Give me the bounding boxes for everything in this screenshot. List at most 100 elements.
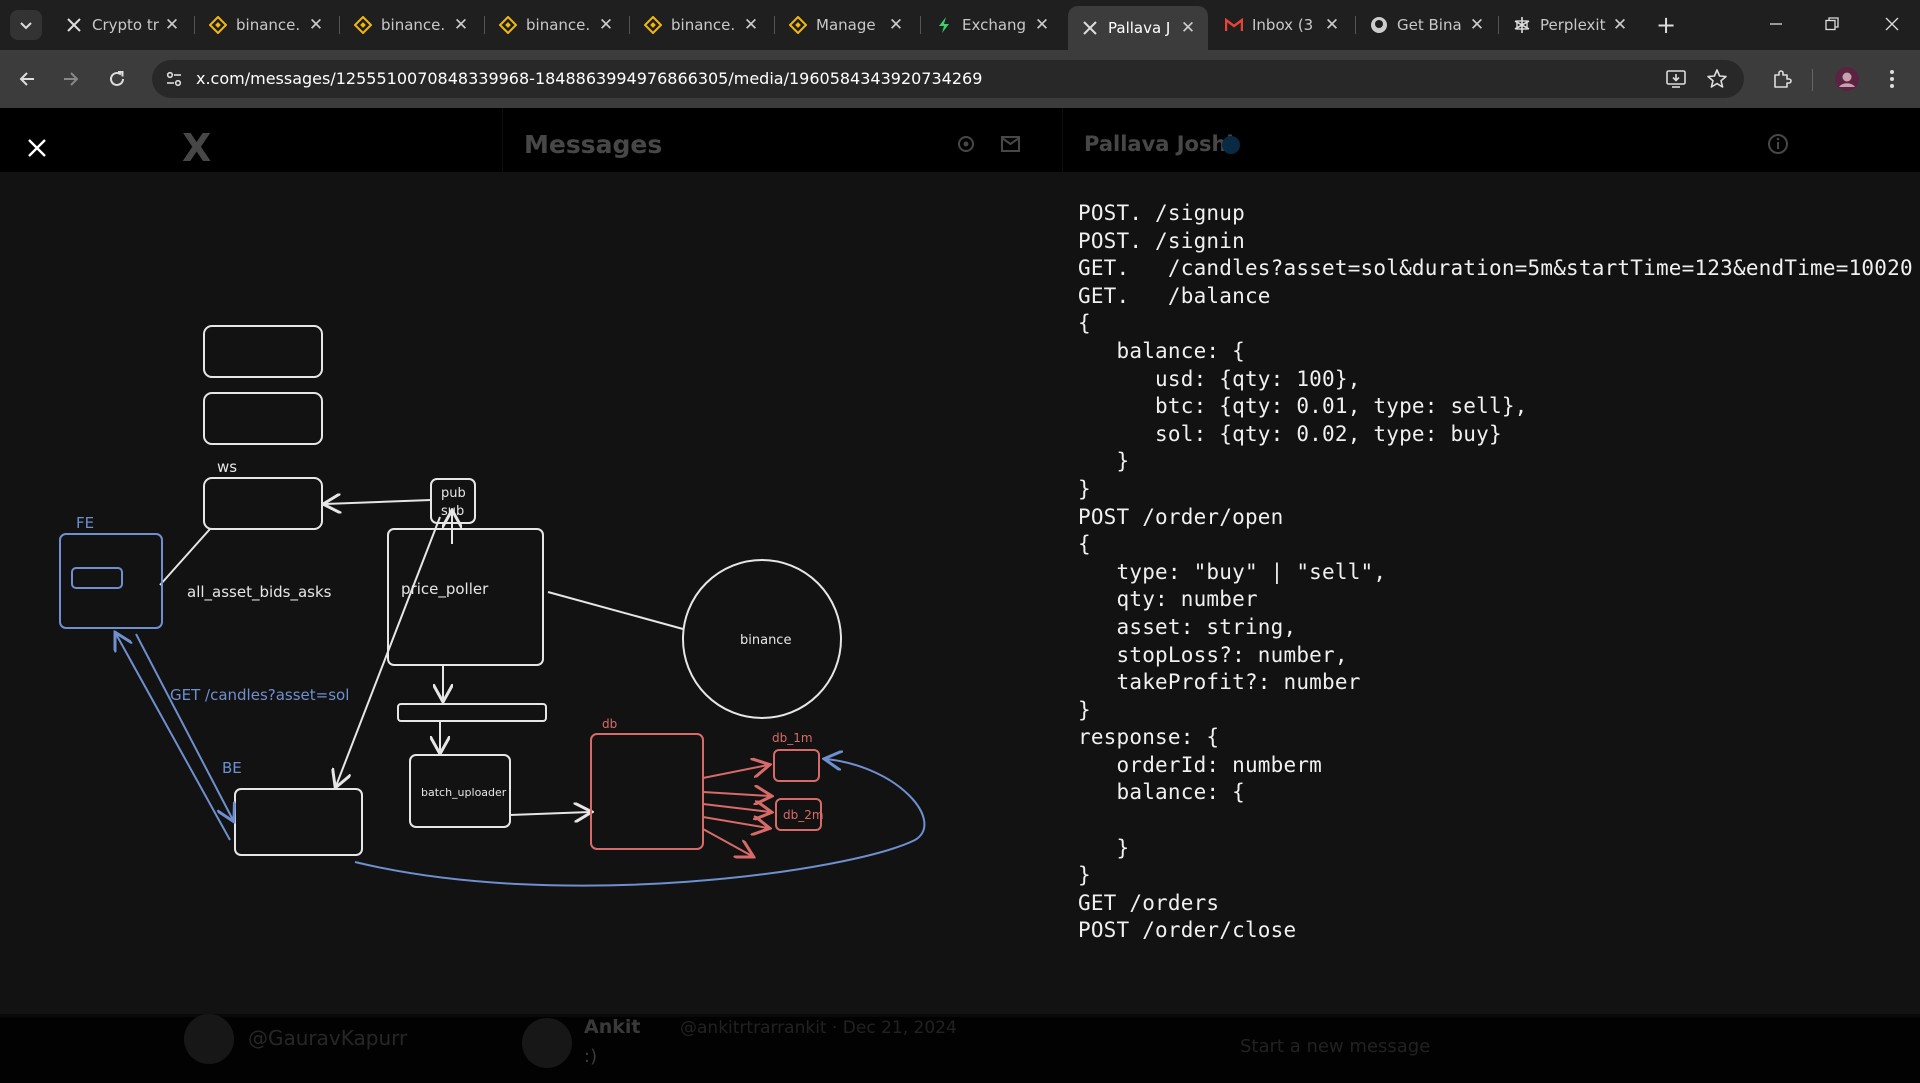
price-poller-label: price_poller [401, 580, 489, 599]
reload-button[interactable] [102, 64, 132, 94]
tab-divider [1355, 16, 1356, 34]
arrow-left-icon [19, 72, 34, 86]
code-line: } [1078, 449, 1130, 474]
tab-divider [339, 16, 340, 34]
db-2m-box [775, 798, 822, 831]
close-window-button[interactable] [1872, 8, 1912, 40]
browser-toolbar: x.com/messages/1255510070848339968-18488… [0, 50, 1920, 108]
queue-box [397, 703, 547, 722]
forward-button[interactable] [56, 64, 86, 94]
close-media-button[interactable] [22, 133, 52, 163]
x-logo-icon [1080, 18, 1100, 38]
tab-9[interactable]: Inbox (3✕ [1212, 6, 1352, 44]
close-tab-icon[interactable]: ✕ [308, 15, 324, 35]
star-icon [1707, 69, 1727, 88]
arrow-db-to-out [702, 828, 752, 856]
code-line: } [1078, 835, 1130, 860]
avatar [184, 1014, 234, 1064]
minimize-button[interactable] [1756, 8, 1796, 40]
tab-11[interactable]: Perplexit ✕ [1500, 6, 1640, 44]
db-1m-box [773, 749, 820, 782]
site-settings-icon[interactable] [164, 69, 184, 89]
tab-title: Pallava J [1108, 19, 1171, 37]
close-icon [1885, 17, 1899, 31]
be-box [234, 788, 363, 856]
code-line: } [1078, 697, 1091, 722]
fe-label: FE [76, 514, 94, 532]
restore-button[interactable] [1812, 8, 1852, 40]
tab-title: binance. [526, 16, 591, 34]
close-tab-icon[interactable]: ✕ [598, 15, 614, 35]
avatar [522, 1018, 572, 1068]
batch-uploader-label: batch_uploader [421, 786, 507, 799]
close-icon [28, 139, 46, 157]
tab-1[interactable]: Crypto tr✕ [52, 6, 192, 44]
get-candles-label: GET /candles?asset=sol [170, 686, 349, 704]
close-tab-icon[interactable]: ✕ [1180, 18, 1196, 38]
close-tab-icon[interactable]: ✕ [1469, 15, 1485, 35]
db-label: db [602, 717, 617, 731]
install-app-button[interactable] [1662, 65, 1690, 93]
settings-icon [958, 136, 974, 152]
page-viewport: X Messages Pallava Joshi @GauravKapurr A… [0, 108, 1920, 1083]
tab-6[interactable]: Manage ✕ [776, 6, 916, 44]
binance-icon [643, 15, 663, 35]
db-box [590, 733, 704, 850]
tab-8[interactable]: Pallava J ✕ [1068, 6, 1208, 50]
dimmed-background: X Messages Pallava Joshi @GauravKapurr A… [0, 108, 1920, 1083]
price-poller-box [387, 528, 544, 666]
code-line: } [1078, 476, 1091, 501]
tab-strip: Crypto tr✕binance.✕binance.✕binance.✕bin… [0, 0, 1920, 50]
bookmark-button[interactable] [1703, 65, 1731, 93]
tab-divider [920, 16, 921, 34]
batch-uploader-box [409, 754, 511, 828]
tab-divider [774, 16, 775, 34]
code-line: asset: string, [1078, 614, 1297, 639]
tab-10[interactable]: Get Bina✕ [1357, 6, 1497, 44]
address-bar[interactable]: x.com/messages/1255510070848339968-18488… [152, 60, 1744, 98]
tab-5[interactable]: binance.✕ [631, 6, 771, 44]
code-line: POST /order/close [1078, 918, 1297, 943]
tab-title: Manage [816, 16, 876, 34]
close-tab-icon[interactable]: ✕ [1324, 15, 1340, 35]
code-line: stopLoss?: number, [1078, 642, 1348, 667]
close-tab-icon[interactable]: ✕ [888, 15, 904, 35]
all-asset-label: all_asset_bids_asks [187, 583, 332, 602]
profile-button[interactable] [1833, 65, 1861, 93]
new-tab-button[interactable]: + [1655, 11, 1677, 39]
tab-title: binance. [381, 16, 446, 34]
db-1m-label: db_1m [772, 731, 813, 745]
code-line: POST. /signin [1078, 228, 1245, 253]
user-handle: @GauravKapurr [248, 1026, 408, 1050]
restore-icon [1825, 17, 1839, 31]
close-tab-icon[interactable]: ✕ [1034, 15, 1050, 35]
code-line [1078, 807, 1913, 835]
chevron-down-icon [20, 22, 32, 30]
close-tab-icon[interactable]: ✕ [743, 15, 759, 35]
code-line: { [1078, 532, 1091, 557]
back-button[interactable] [12, 64, 42, 94]
tab-search-button[interactable] [10, 10, 42, 40]
extensions-button[interactable] [1768, 65, 1796, 93]
gmail-icon [1224, 15, 1244, 35]
close-tab-icon[interactable]: ✕ [453, 15, 469, 35]
code-line: response: { [1078, 725, 1220, 750]
close-tab-icon[interactable]: ✕ [164, 15, 180, 35]
close-tab-icon[interactable]: ✕ [1612, 15, 1628, 35]
browser-menu-button[interactable] [1878, 65, 1906, 93]
arrow-pubsub-to-be [336, 516, 441, 786]
minimize-icon [1770, 23, 1782, 25]
binance-node [682, 559, 842, 719]
tab-divider [629, 16, 630, 34]
tab-3[interactable]: binance. ✕ [341, 6, 481, 44]
tab-4[interactable]: binance. ✕ [486, 6, 626, 44]
tab-2[interactable]: binance.✕ [196, 6, 336, 44]
tab-7[interactable]: Exchang ✕ [922, 6, 1062, 44]
binance-icon [498, 15, 518, 35]
binance-icon [208, 15, 228, 35]
tab-title: Exchang [962, 16, 1027, 34]
tab-title: Perplexit [1540, 16, 1606, 34]
code-line: sol: {qty: 0.02, type: buy} [1078, 421, 1502, 446]
binance-label: binance [740, 633, 791, 648]
